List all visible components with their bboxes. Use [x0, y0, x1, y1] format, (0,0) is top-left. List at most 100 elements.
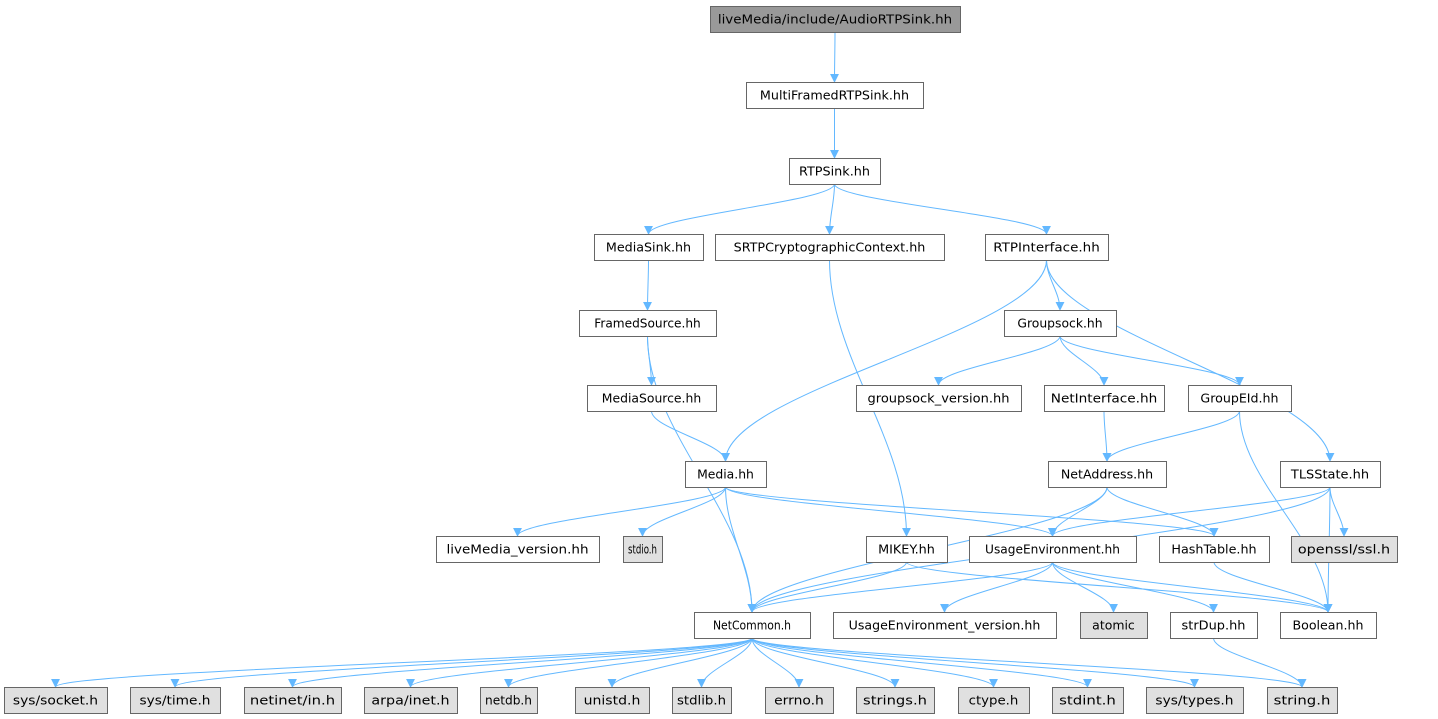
edge-mikey-to-netcommon — [747, 561, 907, 613]
node-label: RTPSink.hh — [799, 165, 870, 179]
edge-root-to-mfrtp — [830, 31, 840, 83]
edges-layer — [51, 31, 1349, 688]
edge-netcommon-to-systime — [170, 637, 753, 688]
node-strdup[interactable]: strDup.hh — [1170, 612, 1258, 639]
node-label: GroupEId.hh — [1200, 392, 1278, 406]
node-groupsock[interactable]: Groupsock.hh — [1004, 310, 1117, 337]
edge-netcommon-to-netinet — [288, 637, 753, 688]
node-box — [579, 310, 717, 337]
node-label: MediaSink.hh — [606, 241, 691, 255]
node-label: string.h — [1274, 694, 1331, 708]
node-box — [623, 536, 663, 563]
node-label: Groupsock.hh — [1017, 317, 1102, 331]
node-label: strDup.hh — [1182, 619, 1246, 633]
node-systypes: sys/types.h — [1146, 687, 1244, 714]
edge-rtpif-to-media — [721, 259, 1047, 462]
node-stdio: stdio.h — [623, 536, 663, 563]
node-label: NetAddress.hh — [1061, 468, 1153, 482]
edge-usage-to-atomic — [1052, 561, 1118, 613]
edge-netcommon-to-ctype — [751, 637, 998, 688]
node-label: openssl/ssl.h — [1298, 543, 1390, 557]
edge-usage-to-netcommon — [747, 561, 1053, 613]
edge-usage-to-usagever — [940, 561, 1053, 613]
node-box — [587, 385, 717, 412]
node-string: string.h — [1267, 687, 1338, 714]
node-label: sys/types.h — [1155, 694, 1233, 708]
node-box — [1188, 385, 1292, 412]
node-box — [715, 234, 945, 261]
node-label: unistd.h — [584, 694, 641, 708]
node-box — [710, 6, 961, 33]
node-netdb: netdb.h — [480, 687, 538, 714]
node-box — [672, 687, 732, 714]
node-root[interactable]: liveMedia/include/AudioRTPSink.hh — [710, 6, 961, 33]
edge-groupsock-to-groupeid — [1059, 335, 1244, 386]
node-mikey[interactable]: MIKEY.hh — [866, 536, 948, 563]
node-label: liveMedia/include/AudioRTPSink.hh — [718, 13, 952, 27]
edge-strdup-to-string — [1213, 637, 1307, 688]
node-srtp[interactable]: SRTPCryptographicContext.hh — [715, 234, 945, 261]
edge-groupsock-to-gsver — [934, 335, 1061, 386]
node-box — [1080, 612, 1148, 639]
node-box — [985, 234, 1109, 261]
node-tls[interactable]: TLSState.hh — [1280, 461, 1381, 488]
node-label: errno.h — [774, 694, 824, 708]
node-box — [685, 461, 767, 488]
node-mediasink[interactable]: MediaSink.hh — [594, 234, 704, 261]
node-label: sys/time.h — [140, 694, 211, 708]
edge-netaddr-to-usage — [1048, 486, 1108, 537]
node-rtpsink[interactable]: RTPSink.hh — [789, 158, 881, 185]
node-hash[interactable]: HashTable.hh — [1159, 536, 1270, 563]
node-boolean[interactable]: Boolean.hh — [1280, 612, 1377, 639]
node-netif[interactable]: NetInterface.hh — [1044, 385, 1165, 412]
node-box — [1159, 536, 1270, 563]
node-label: RTPInterface.hh — [993, 241, 1100, 255]
node-mfrtp[interactable]: MultiFramedRTPSink.hh — [746, 82, 924, 109]
node-groupeid[interactable]: GroupEId.hh — [1188, 385, 1292, 412]
node-box — [1044, 385, 1165, 412]
node-systime: sys/time.h — [130, 687, 221, 714]
node-box — [856, 385, 1022, 412]
edge-netcommon-to-netdb — [504, 637, 753, 688]
node-label: arpa/inet.h — [371, 694, 449, 708]
edge-netcommon-to-strings — [751, 637, 900, 688]
node-netcommon[interactable]: NetCommon.h — [694, 612, 811, 639]
edge-netcommon-to-stdint — [751, 637, 1092, 688]
node-lmver[interactable]: liveMedia_version.hh — [436, 536, 600, 563]
node-atomic: atomic — [1080, 612, 1148, 639]
node-box — [1280, 461, 1381, 488]
node-mediasource[interactable]: MediaSource.hh — [587, 385, 717, 412]
node-usage[interactable]: UsageEnvironment.hh — [969, 536, 1137, 563]
node-label: netinet/in.h — [250, 694, 335, 708]
node-label: stdio.h — [628, 543, 657, 557]
node-label: netdb.h — [485, 694, 532, 708]
edge-netcommon-to-arpa — [406, 637, 753, 688]
node-box — [1052, 687, 1124, 714]
node-openssl: openssl/ssl.h — [1291, 536, 1398, 563]
edge-netcommon-to-syssocket — [51, 637, 753, 688]
edge-media-to-netcommon — [725, 486, 757, 613]
node-framed[interactable]: FramedSource.hh — [579, 310, 717, 337]
node-gsver[interactable]: groupsock_version.hh — [856, 385, 1022, 412]
node-stdlib: stdlib.h — [672, 687, 732, 714]
node-label: sys/socket.h — [13, 694, 98, 708]
node-media[interactable]: Media.hh — [685, 461, 767, 488]
node-box — [969, 536, 1137, 563]
edge-mediasource-to-media — [651, 410, 730, 462]
node-box — [4, 687, 108, 714]
node-usagever[interactable]: UsageEnvironment_version.hh — [833, 612, 1057, 639]
edge-netcommon-to-unistd — [607, 637, 753, 688]
edge-tls-to-usage — [1048, 486, 1331, 537]
node-box — [1267, 687, 1338, 714]
edge-usage-to-strdup — [1052, 561, 1218, 613]
node-stdint: stdint.h — [1052, 687, 1124, 714]
node-rtpif[interactable]: RTPInterface.hh — [985, 234, 1109, 261]
node-label: Boolean.hh — [1293, 619, 1364, 633]
edge-netcommon-to-systypes — [751, 637, 1199, 688]
node-netaddr[interactable]: NetAddress.hh — [1048, 461, 1167, 488]
edge-netaddr-to-hash — [1106, 486, 1219, 537]
node-label: MultiFramedRTPSink.hh — [760, 89, 909, 103]
node-box — [594, 234, 704, 261]
node-label: NetInterface.hh — [1051, 392, 1158, 406]
